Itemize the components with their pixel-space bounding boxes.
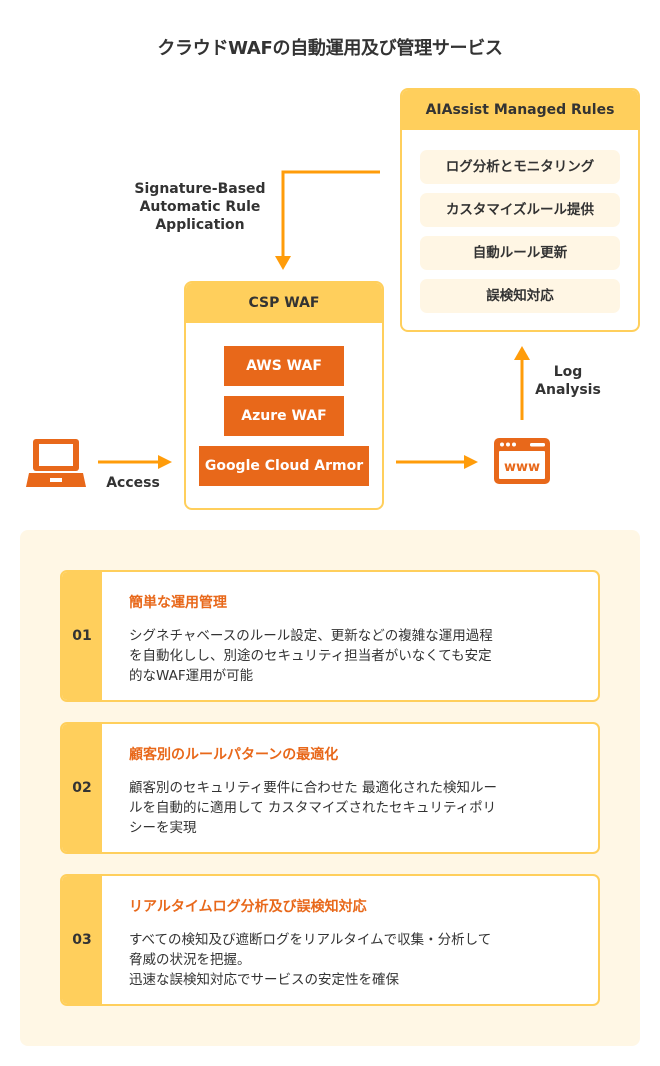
www-text: www [504,460,540,475]
laptop-icon [26,439,86,487]
waf-azure: Azure WAF [224,396,344,436]
feature-title: 顧客別のルールパターンの最適化 [129,747,339,763]
waf-aws: AWS WAF [224,346,344,386]
aiassist-managed-rules-box: AIAssist Managed Rules ログ分析とモニタリング カスタマイ… [400,88,640,332]
feature-description: すべての検知及び遮断ログをリアルタイムで収集・分析して 脅威の状況を把握。 迅速… [129,932,492,988]
feature-title: リアルタイムログ分析及び誤検知対応 [129,899,367,915]
signature-label: Signature-Based Automatic Rule Applicati… [134,181,266,233]
csp-waf-box: CSP WAF AWS WAF Azure WAF Google Cloud A… [184,281,384,510]
feature-description: 顧客別のセキュリティ要件に合わせた 最適化された検知ルー ルを自動的に適用して … [129,780,497,836]
browser-www-icon: www [494,438,550,484]
access-arrowhead [158,455,172,469]
log-analysis-label: Log Analysis [535,364,601,398]
features-panel: 01 簡単な運用管理 シグネチャベースのルール設定、更新などの複雑な運用過程 を… [20,530,640,1046]
waf-google-cloud-armor: Google Cloud Armor [199,446,369,486]
feature-title: 簡単な運用管理 [129,595,227,611]
flow-arrows [98,170,530,469]
feature-description: シグネチャベースのルール設定、更新などの複雑な運用過程 を自動化しし、別途のセキ… [129,628,493,684]
feature-number: 01 [62,572,102,700]
feature-card: 03 リアルタイムログ分析及び誤検知対応 すべての検知及び遮断ログをリアルタイム… [60,874,600,1006]
signature-arrowhead [275,256,291,270]
access-label: Access [106,475,160,491]
csp-waf-header: CSP WAF [186,283,382,323]
aiassist-feature-list: ログ分析とモニタリング カスタマイズルール提供 自動ルール更新 誤検知対応 [402,130,638,313]
to-web-arrowhead [464,455,478,469]
aiassist-item-log-monitoring: ログ分析とモニタリング [420,150,620,184]
feature-number: 03 [62,876,102,1004]
feature-card: 01 簡単な運用管理 シグネチャベースのルール設定、更新などの複雑な運用過程 を… [60,570,600,702]
aiassist-item-auto-update: 自動ルール更新 [420,236,620,270]
feature-number: 02 [62,724,102,852]
aiassist-item-false-positive: 誤検知対応 [420,279,620,313]
aiassist-item-custom-rules: カスタマイズルール提供 [420,193,620,227]
signature-arrow [281,170,380,258]
diagram-title: クラウドWAFの自動運用及び管理サービス [157,38,503,59]
feature-card: 02 顧客別のルールパターンの最適化 顧客別のセキュリティ要件に合わせた 最適化… [60,722,600,854]
log-analysis-arrowhead [514,346,530,360]
aiassist-header: AIAssist Managed Rules [402,90,638,130]
